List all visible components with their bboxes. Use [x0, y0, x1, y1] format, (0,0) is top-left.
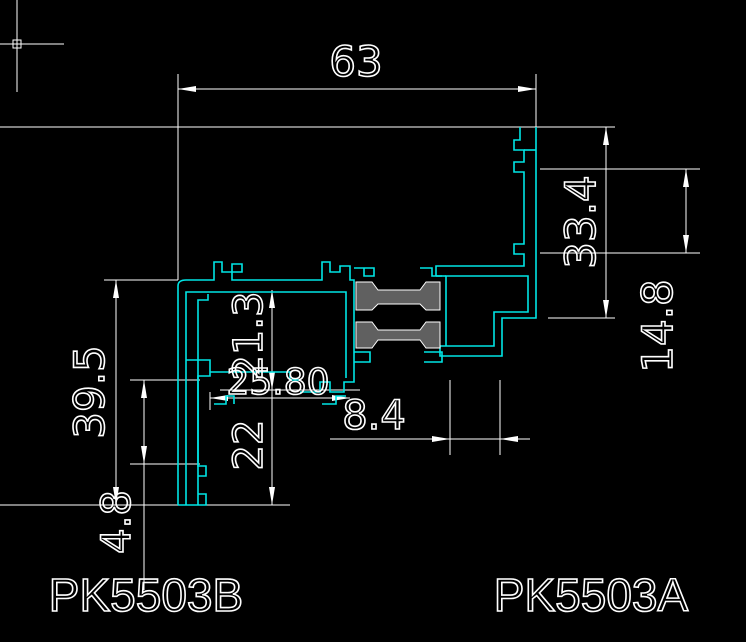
crosshair-cursor-icon [0, 0, 64, 92]
dim-bottom-offset: 8.4 [342, 393, 406, 439]
dim-left-outer: 39.5 [65, 345, 114, 439]
dim-left-inner: 22 [226, 420, 272, 471]
label-pk5503a: PK5503A [494, 569, 689, 621]
dim-right-inner: 14.8 [633, 279, 682, 373]
thermal-break-gaskets [354, 267, 443, 363]
dim-center-width: 25.80 [226, 362, 329, 403]
profile-labels: PK5503B PK5503A [48, 568, 689, 622]
dim-right-outer: 33.4 [556, 175, 605, 269]
dim-center-height: 21.3 [226, 291, 272, 380]
label-pk5503b: PK5503B [49, 569, 243, 621]
profile-pk5503b [177, 261, 355, 506]
dim-left-small: 4.8 [94, 490, 140, 554]
dimension-texts: 63 33.4 14.8 39.5 4.8 21.3 25.80 22 8.4 [64, 36, 683, 554]
dim-width-top: 63 [329, 37, 382, 86]
